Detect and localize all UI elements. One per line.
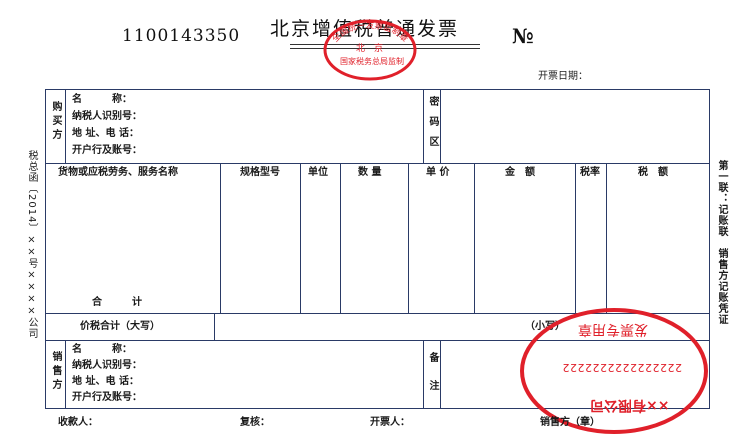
seller-address-label: 地 址、电 话： xyxy=(72,376,139,387)
header-amount: 金 额 xyxy=(505,167,535,178)
issue-date-label: 开票日期： xyxy=(538,71,588,82)
buyer-tax-id-label: 纳税人识别号： xyxy=(72,111,142,122)
col-divider-7 xyxy=(606,163,607,313)
amount-in-words-label: 价税合计（大写） xyxy=(80,321,160,332)
invoice-number-sign: № xyxy=(512,24,534,48)
seller-stamp-label: 销售方（章） xyxy=(540,417,600,428)
seller-side-divider xyxy=(65,340,66,409)
company-seal-top: 发票专用章 xyxy=(578,321,648,337)
seller-side-label: 销售方 xyxy=(50,351,61,393)
remarks-label: 备注 xyxy=(427,352,438,408)
drawer-label: 开票人： xyxy=(370,417,410,428)
col-divider-4 xyxy=(408,163,409,313)
buyer-address-label: 地 址、电 话： xyxy=(72,128,139,139)
buyer-cipher-divider-left xyxy=(423,89,424,163)
total-label: 合 计 xyxy=(92,297,142,308)
tax-seal-line3: 国家税务总局监制 xyxy=(340,57,404,66)
buyer-side-divider xyxy=(65,89,66,163)
title-underline-bottom xyxy=(290,48,480,49)
title-underline-top xyxy=(290,44,480,45)
seller-remarks-divider-left xyxy=(423,340,424,409)
col-divider-2 xyxy=(300,163,301,313)
buyer-bank-label: 开户行及账号： xyxy=(72,145,142,156)
header-goods-name: 货物或应税劳务、服务名称 xyxy=(58,167,178,178)
seller-remarks-divider-right xyxy=(440,340,441,409)
invoice-code: 1100143350 xyxy=(122,26,241,46)
col-divider-1 xyxy=(220,163,221,313)
buyer-bottom-line xyxy=(45,163,710,164)
header-spec: 规格型号 xyxy=(240,167,280,178)
header-unit: 单位 xyxy=(308,167,328,178)
payee-label: 收款人： xyxy=(58,417,98,428)
buyer-name-label: 名 称： xyxy=(72,94,132,105)
header-quantity: 数 量 xyxy=(358,167,382,178)
header-tax-amount: 税 额 xyxy=(638,167,668,178)
svg-text:全国统一发票监制章: 全国统一发票监制章 xyxy=(330,20,411,45)
summary-divider xyxy=(214,313,215,340)
invoice-title: 北京增值税普通发票 xyxy=(270,18,460,40)
right-margin-text: 第一联：记账联 销售方记账凭证 xyxy=(716,160,727,325)
col-divider-5 xyxy=(474,163,475,313)
col-divider-6 xyxy=(575,163,576,313)
reviewer-label: 复核： xyxy=(240,417,270,428)
cipher-area-label: 密码区 xyxy=(427,96,438,156)
left-margin-text: 税总函〔2014〕××号××××公司 xyxy=(26,150,37,340)
seller-name-label: 名 称： xyxy=(72,344,132,355)
seller-bank-label: 开户行及账号： xyxy=(72,392,142,403)
seller-tax-id-label: 纳税人识别号： xyxy=(72,360,142,371)
items-bottom-line xyxy=(45,313,710,314)
amount-small-label: （小写） xyxy=(525,321,565,332)
buyer-side-label: 购买方 xyxy=(50,101,61,143)
tax-seal-line1: 全国统一发票监制章 xyxy=(330,20,411,45)
header-unit-price: 单 价 xyxy=(426,167,450,178)
invoice-table-frame xyxy=(45,89,710,409)
col-divider-3 xyxy=(340,163,341,313)
tax-bureau-seal: 全国统一发票监制章 xyxy=(323,19,417,81)
company-seal-number: 2222222222222222 xyxy=(562,361,682,374)
summary-bottom-line xyxy=(45,340,710,341)
tax-seal-line2: 北 京 xyxy=(356,44,384,54)
company-invoice-seal xyxy=(520,308,708,434)
company-seal-bottom: ××有限公司 xyxy=(590,397,670,413)
header-tax-rate: 税率 xyxy=(580,167,600,178)
buyer-cipher-divider-right xyxy=(440,89,441,163)
